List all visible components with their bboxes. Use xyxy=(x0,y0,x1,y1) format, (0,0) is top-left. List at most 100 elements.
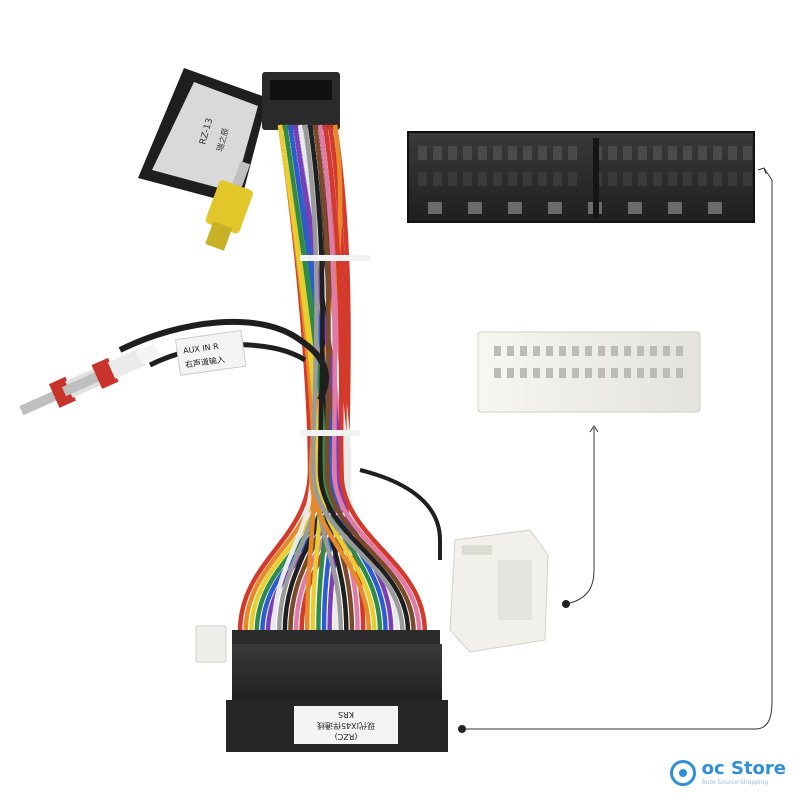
connector-pin xyxy=(494,368,501,378)
connector-pin xyxy=(638,146,647,160)
white-connector-face xyxy=(477,331,701,413)
connector-pin xyxy=(478,172,487,186)
main-harness-connector: (RZC) 现代IX45伴通线 KRS xyxy=(226,630,448,752)
connector-pin xyxy=(533,346,540,356)
connector-pin xyxy=(508,146,517,160)
connector-pin xyxy=(743,146,752,160)
aux-tag: AUX IN R 右声道输入 xyxy=(174,329,247,376)
connector-pin xyxy=(728,146,737,160)
connector-pin xyxy=(624,346,631,356)
connector-pin xyxy=(663,346,670,356)
connector-pin xyxy=(448,172,457,186)
connector-pin xyxy=(538,146,547,160)
connector-pin xyxy=(493,172,502,186)
connector-pin xyxy=(628,202,642,214)
connector-pin xyxy=(428,202,442,214)
aux-cable xyxy=(118,318,329,402)
connector-pin xyxy=(668,146,677,160)
rca-plug-white xyxy=(61,343,160,397)
connector-pin xyxy=(698,172,707,186)
connector-pin xyxy=(468,202,482,214)
connector-pin xyxy=(559,368,566,378)
connector-pin xyxy=(713,146,722,160)
connector-pin xyxy=(533,368,540,378)
main-label-3: KRS xyxy=(338,710,354,719)
car-side-connector-face xyxy=(407,131,755,223)
connector-pin xyxy=(478,146,487,160)
connector-pin xyxy=(572,346,579,356)
connector-pin xyxy=(523,172,532,186)
wire xyxy=(359,468,442,560)
connector-pin xyxy=(663,368,670,378)
connector-pin xyxy=(433,172,442,186)
wire-bundle xyxy=(237,124,442,633)
zip-tie xyxy=(300,255,370,261)
connector-pin xyxy=(418,146,427,160)
connector-pin xyxy=(568,172,577,186)
connector-pin xyxy=(546,346,553,356)
connector-pin xyxy=(523,146,532,160)
connector-pin xyxy=(572,368,579,378)
connector-pin xyxy=(585,346,592,356)
wire xyxy=(317,124,422,633)
connector-pin xyxy=(559,346,566,356)
arrow-to-white-connector xyxy=(565,425,599,605)
connector-pin xyxy=(507,368,514,378)
connector-pin xyxy=(708,202,722,214)
connector-pin xyxy=(493,146,502,160)
connector-pin xyxy=(623,172,632,186)
arrow-to-top-connector xyxy=(462,167,773,730)
arrow-dot-1 xyxy=(458,725,466,733)
connector-pin xyxy=(598,368,605,378)
store-tagline: Auto Source Shopping xyxy=(701,779,769,786)
store-watermark: oc Store Auto Source Shopping xyxy=(669,758,786,786)
connector-pin xyxy=(668,202,682,214)
connector-pin xyxy=(433,146,442,160)
connector-pin xyxy=(650,368,657,378)
connector-pin xyxy=(653,146,662,160)
connector-pin xyxy=(520,346,527,356)
connector-pin xyxy=(713,172,722,186)
store-logo-icon xyxy=(669,760,696,786)
connector-pin xyxy=(548,202,562,214)
small-white-connector xyxy=(195,625,227,663)
connector-pin xyxy=(623,146,632,160)
connector-pin xyxy=(728,172,737,186)
connector-pin xyxy=(676,346,683,356)
rca-plug-yellow xyxy=(205,161,253,251)
white-plug xyxy=(449,529,549,653)
connector-pin xyxy=(637,368,644,378)
connector-pin xyxy=(568,146,577,160)
connector-pin xyxy=(683,172,692,186)
connector-pin xyxy=(507,346,514,356)
connector-pin xyxy=(668,172,677,186)
connector-pin xyxy=(743,172,752,186)
connector-pin xyxy=(608,146,617,160)
wire xyxy=(312,124,416,633)
connector-pin xyxy=(508,202,522,214)
connector-pin xyxy=(585,368,592,378)
wire xyxy=(307,124,411,633)
store-brand: oc Store xyxy=(701,758,786,779)
main-label-2: 现代IX45伴通线 xyxy=(317,721,375,731)
zip-tie xyxy=(300,430,360,436)
connector-pin xyxy=(698,146,707,160)
connector-pin xyxy=(611,346,618,356)
wire xyxy=(302,124,405,633)
wire xyxy=(322,124,428,633)
connector-pin xyxy=(553,172,562,186)
connector-pin xyxy=(508,172,517,186)
connector-pin xyxy=(650,346,657,356)
connector-pin xyxy=(624,368,631,378)
main-label-1: (RZC) xyxy=(335,732,358,741)
connector-pin xyxy=(463,146,472,160)
connector-pin xyxy=(608,172,617,186)
connector-pin xyxy=(598,346,605,356)
connector-pin xyxy=(520,368,527,378)
connector-pin xyxy=(638,172,647,186)
connector-pin xyxy=(463,172,472,186)
connector-pin xyxy=(448,146,457,160)
connector-pin xyxy=(653,172,662,186)
connector-pin xyxy=(538,172,547,186)
